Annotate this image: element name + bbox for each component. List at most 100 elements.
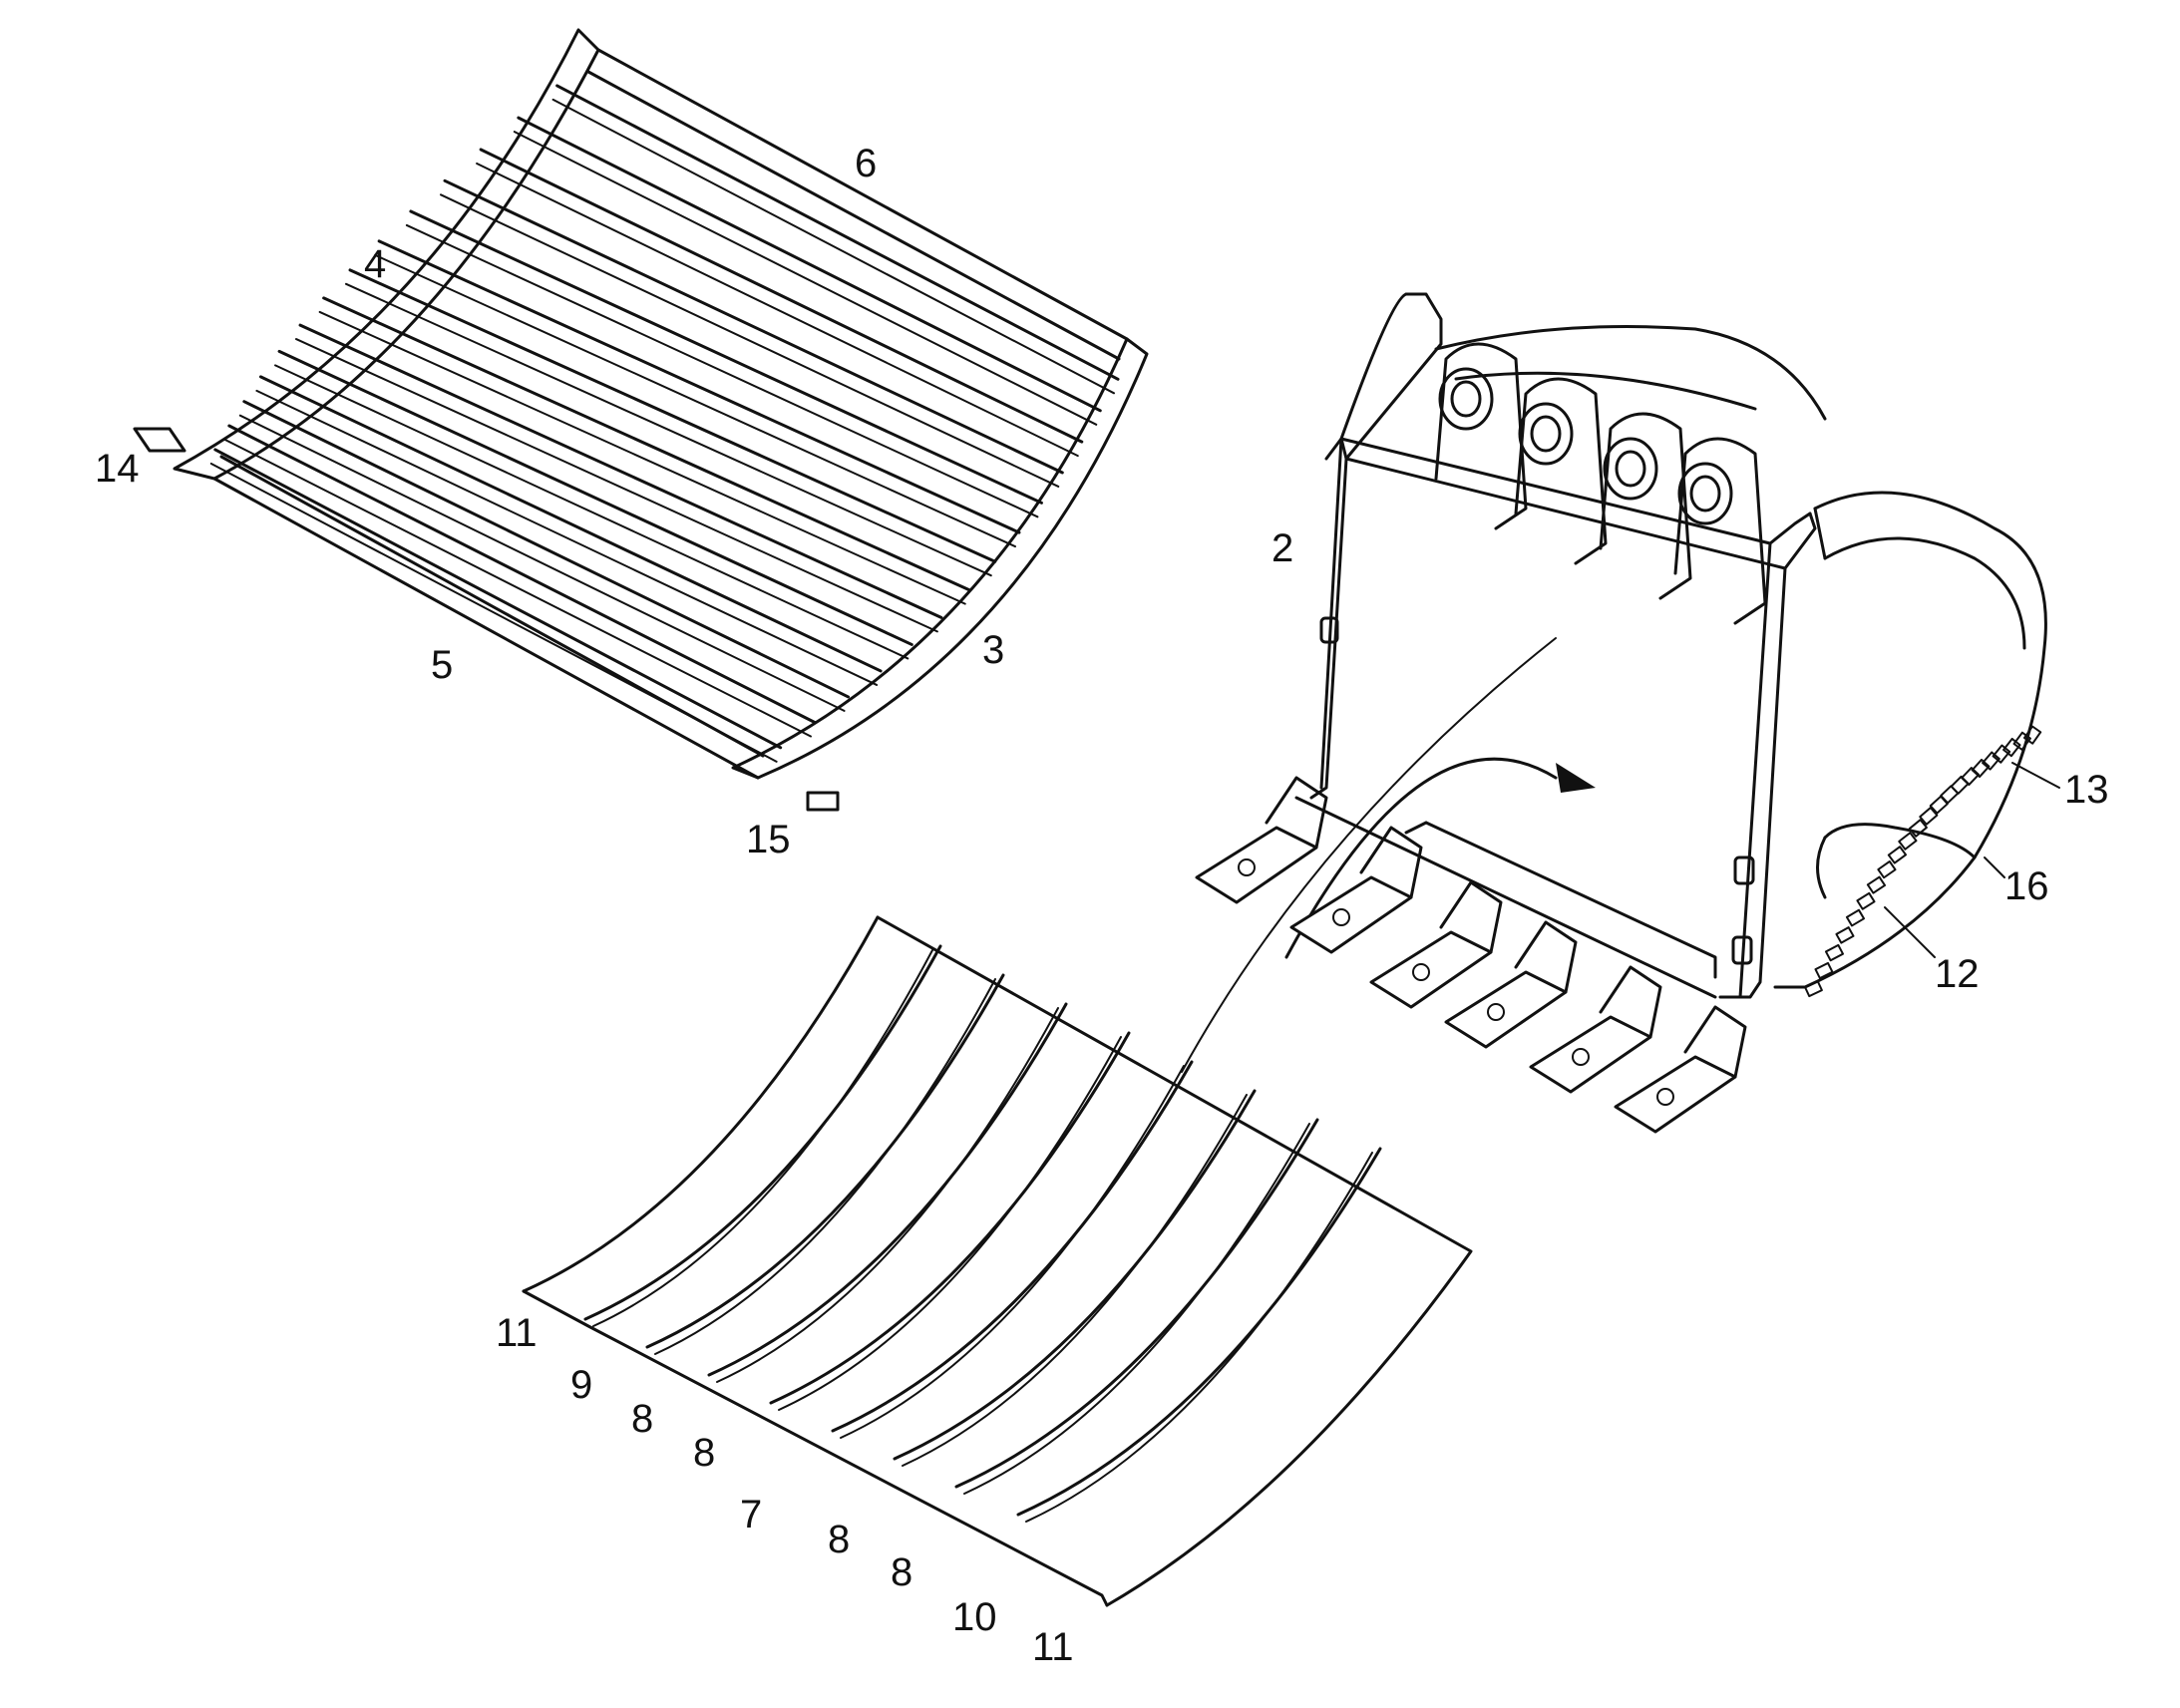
- lug-boss: [1603, 437, 1658, 501]
- lug-bore: [1615, 450, 1646, 488]
- wear-strip: [443, 178, 1064, 475]
- bucket-tooth: [1195, 826, 1318, 904]
- wear-strip: [322, 296, 971, 592]
- hinge-lug: [1514, 377, 1608, 565]
- wear-strip: [213, 448, 783, 750]
- liner-plate-edge: [645, 973, 1005, 1349]
- shell-segment: [1804, 980, 1823, 998]
- wear-strip: [258, 375, 883, 673]
- shell-segment: [1971, 758, 1991, 779]
- callout-2: 2: [1272, 526, 1293, 570]
- shell-segment: [1982, 751, 2000, 771]
- top-cross-beam: [1339, 437, 1787, 570]
- shell-segment: [1950, 775, 1970, 795]
- shell-segment: [1919, 807, 1939, 826]
- lug-bore: [1530, 415, 1562, 453]
- bucket-tooth: [1369, 930, 1493, 1009]
- liner-plate-inner: [654, 978, 996, 1355]
- tooth-adapter: [1359, 826, 1423, 899]
- shell-segment: [1929, 795, 1949, 815]
- liner-plate-edge: [1016, 1147, 1382, 1517]
- shell-cutout: [1823, 823, 1977, 859]
- shell-segment: [1887, 846, 1908, 864]
- liner-plate-edge: [583, 944, 942, 1321]
- bucket-tooth: [1529, 1015, 1652, 1094]
- wear-strip-edge: [476, 162, 1079, 458]
- shell-segment: [1814, 961, 1834, 980]
- wear-strip-edge: [209, 462, 778, 763]
- shell-wear-segments: [1804, 725, 2042, 998]
- tooth-adapter: [1514, 920, 1578, 994]
- shell-segment: [1845, 908, 1866, 927]
- lug-bore: [1450, 380, 1482, 418]
- tooth-pin: [1412, 963, 1430, 981]
- wear-strip: [409, 209, 1043, 505]
- shell-segment: [2002, 737, 2021, 758]
- wear-strip-edge: [374, 253, 1016, 548]
- callout-9: 9: [570, 1363, 592, 1407]
- callout-8b: 8: [693, 1431, 715, 1475]
- callout-13: 13: [2064, 768, 2109, 812]
- callout-14: 14: [95, 447, 140, 491]
- tooth-adapter: [1683, 1005, 1747, 1079]
- callout-16: 16: [2004, 864, 2049, 908]
- liner-bottom-edge: [522, 1289, 1109, 1607]
- liner-plate-inner: [902, 1094, 1248, 1467]
- wear-strip-edge: [274, 364, 909, 660]
- wear-strip: [277, 349, 913, 646]
- wear-strip: [517, 116, 1102, 413]
- bucket-teeth: [1195, 776, 1747, 1134]
- lug-top: [1434, 325, 1827, 421]
- wear-strip-edge: [238, 414, 846, 712]
- callout-4: 4: [364, 242, 386, 286]
- wear-plate-14: [133, 427, 186, 453]
- liner-grid-assembly: [133, 28, 1149, 812]
- callout-5: 5: [431, 643, 453, 687]
- shell-segment: [1856, 891, 1876, 910]
- flow-arrow: [1284, 757, 1558, 959]
- bucket-shell: [1773, 491, 2047, 989]
- liner-plate-edge: [522, 915, 880, 1293]
- callout-8a: 8: [631, 1397, 653, 1441]
- shell-segment: [1835, 926, 1855, 944]
- liner-plate-inner: [840, 1065, 1185, 1439]
- side-plate-left: [173, 28, 600, 481]
- wear-strip-edge: [551, 98, 1116, 395]
- hinge-lug: [1434, 342, 1528, 530]
- tooth-pin: [1332, 908, 1350, 926]
- liner-right-edge: [876, 915, 1473, 1607]
- wear-strip-edge: [405, 223, 1039, 518]
- wear-strip-edge: [223, 439, 812, 738]
- shell-segment: [1877, 859, 1897, 879]
- shell-segment: [1824, 943, 1845, 962]
- tooth-pin: [1238, 858, 1256, 876]
- wear-plate-15: [806, 791, 840, 812]
- callout-10: 10: [952, 1595, 997, 1639]
- shell-segment: [1961, 767, 1981, 787]
- shell-segment: [1866, 875, 1887, 894]
- side-plate-2: [1309, 292, 1443, 800]
- liner-plate-inner: [1025, 1152, 1373, 1523]
- lug-boss: [1677, 462, 1733, 525]
- bucket-tooth: [1289, 875, 1413, 954]
- liner-plate-edge: [707, 1002, 1068, 1377]
- tooth-adapter: [1599, 965, 1662, 1039]
- wear-strip-edge: [295, 338, 938, 633]
- lug-top-inner: [1454, 371, 1757, 411]
- wear-strip: [555, 84, 1120, 381]
- callout-15: 15: [746, 818, 791, 861]
- top-edge-bar: [586, 48, 1129, 361]
- bottom-liner-plates: [522, 915, 1473, 1607]
- liner-plate-edge: [893, 1089, 1257, 1461]
- tooth-pin: [1487, 1003, 1505, 1021]
- liner-plate-inner: [592, 949, 933, 1327]
- liner-plate-inner: [963, 1123, 1310, 1495]
- wear-strip: [479, 148, 1084, 444]
- callout-7: 7: [740, 1493, 762, 1537]
- wear-strip-edge: [255, 389, 879, 686]
- hinge-lugs: [1434, 325, 1827, 625]
- grid-wear-strips: [209, 84, 1120, 763]
- callout-6: 6: [855, 142, 877, 185]
- wear-strip: [377, 239, 1021, 534]
- leader-line: [1181, 637, 1557, 1073]
